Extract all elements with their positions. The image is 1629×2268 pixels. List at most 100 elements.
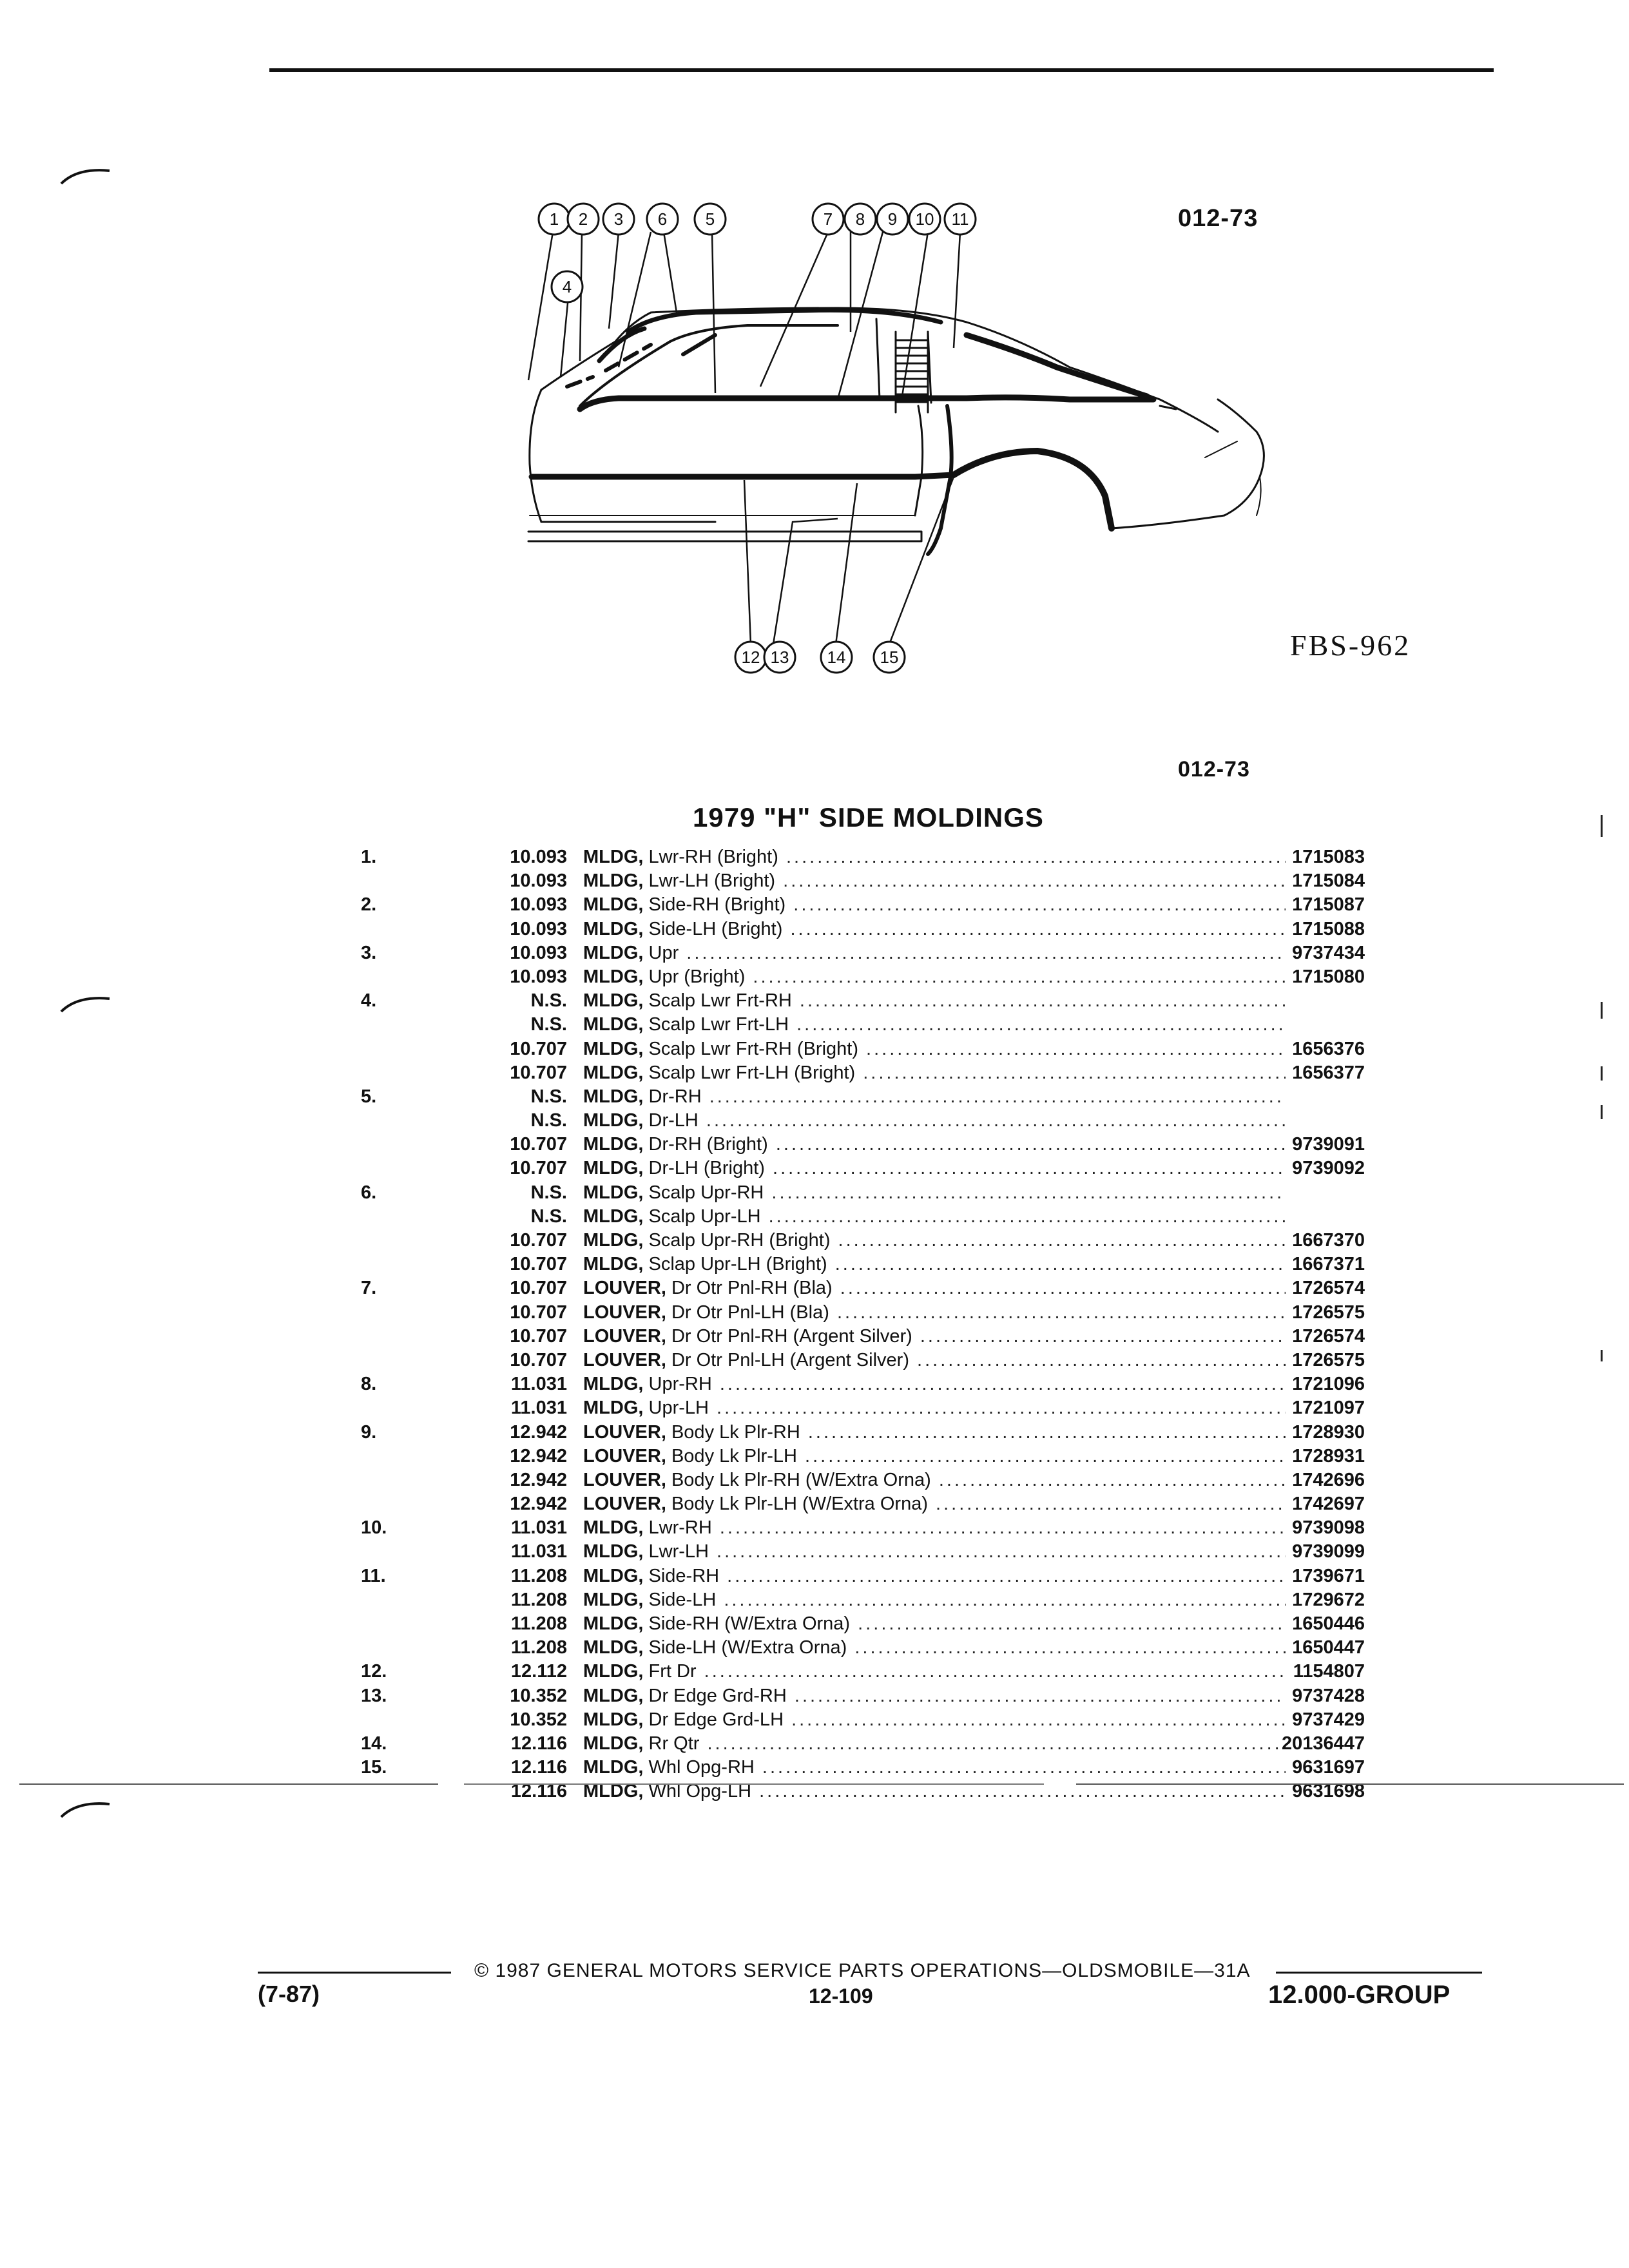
leader-dots: ........................................… — [783, 870, 1286, 892]
part-description: MLDG, Sclap Upr-LH (Bright) ............… — [583, 1253, 1286, 1276]
bottom-rule — [1076, 1783, 1624, 1785]
part-detail: Body Lk Plr-RH — [666, 1421, 800, 1443]
margin-speck — [1601, 815, 1603, 837]
group-number: 12.942 — [510, 1494, 567, 1515]
group-number: 11.031 — [510, 1374, 567, 1395]
group-number: 10.707 — [510, 1134, 567, 1155]
callout-13: 13 — [763, 640, 796, 674]
leader-dots: ........................................… — [786, 847, 1286, 867]
part-name: MLDG, — [583, 1398, 644, 1419]
part-number: 1728930 — [1292, 1421, 1365, 1443]
item-key: 2. — [361, 894, 377, 916]
part-name: MLDG, — [583, 1637, 644, 1658]
part-name: MLDG, — [583, 1589, 644, 1610]
part-description: MLDG, Lwr-LH (Bright) ..................… — [583, 869, 1286, 893]
callout-4: 4 — [550, 270, 584, 303]
part-detail: Body Lk Plr-LH — [666, 1445, 797, 1466]
margin-speck — [1601, 1002, 1603, 1019]
part-name: MLDG, — [583, 1685, 644, 1706]
group-number: 10.707 — [510, 1302, 567, 1323]
callout-7: 7 — [811, 202, 845, 236]
part-description: LOUVER, Body Lk Plr-RH (W/Extra Orna) ..… — [583, 1468, 1286, 1492]
item-key: 8. — [361, 1374, 377, 1395]
item-key: 5. — [361, 1086, 377, 1107]
group-number: 10.352 — [510, 1685, 567, 1706]
part-detail: Dr-LH (Bright) — [643, 1158, 765, 1179]
part-number: 9739091 — [1292, 1134, 1365, 1155]
part-name: MLDG, — [583, 1110, 644, 1131]
part-name: MLDG, — [583, 1158, 644, 1179]
leader-dots: ........................................… — [790, 918, 1286, 939]
part-detail: Scalp Lwr Frt-LH (Bright) — [643, 1062, 856, 1083]
parts-row: N.S.MLDG, Dr-LH ........................… — [361, 1109, 1366, 1133]
part-number: 1721097 — [1292, 1398, 1365, 1419]
group-number: 10.707 — [510, 1254, 567, 1275]
part-description: MLDG, Side-LH (W/Extra Orna) ...........… — [583, 1636, 1286, 1660]
part-number: 1650447 — [1292, 1637, 1365, 1658]
leader-dots: ........................................… — [796, 1014, 1286, 1035]
group-number: 12.116 — [510, 1757, 567, 1778]
item-key: 11. — [361, 1565, 386, 1586]
part-number: 1715083 — [1292, 847, 1365, 867]
part-detail: Side-RH (W/Extra Orna) — [643, 1613, 851, 1634]
part-detail: Side-LH (Bright) — [643, 918, 783, 939]
leader-dots: ........................................… — [807, 1421, 1286, 1443]
leader-dots: ........................................… — [775, 1134, 1286, 1155]
part-description: MLDG, Side-RH (Bright) .................… — [583, 893, 1286, 917]
callout-2: 2 — [566, 202, 600, 236]
group-number: 10.707 — [510, 1325, 567, 1347]
part-name: MLDG, — [583, 1661, 644, 1682]
side-moldings-diagram: 1 2 3 6 5 7 8 9 10 11 4 12 13 14 15 — [527, 202, 1265, 674]
parts-row: 5.N.S.MLDG, Dr-RH ......................… — [361, 1085, 1366, 1109]
callout-14: 14 — [820, 640, 853, 674]
part-description: MLDG, Dr-LH (Bright) ...................… — [583, 1157, 1286, 1180]
item-key: 13. — [361, 1685, 387, 1706]
part-detail: Dr Otr Pnl-LH (Argent Silver) — [666, 1349, 909, 1370]
part-description: MLDG, Dr Edge Grd-RH ...................… — [583, 1684, 1286, 1708]
part-name: MLDG, — [583, 1541, 644, 1562]
item-key: 12. — [361, 1661, 387, 1682]
part-description: LOUVER, Dr Otr Pnl-RH (Argent Silver) ..… — [583, 1325, 1286, 1349]
callout-bubbles: 1 2 3 6 5 7 8 9 10 11 4 12 13 14 15 — [537, 202, 977, 674]
group-number: 12.942 — [510, 1445, 567, 1466]
leader-dots: ........................................… — [834, 1254, 1286, 1275]
part-description: MLDG, Scalp Upr-LH .....................… — [583, 1205, 1286, 1229]
part-number: 1726574 — [1292, 1278, 1365, 1299]
part-name: MLDG, — [583, 1038, 644, 1059]
part-name: MLDG, — [583, 894, 644, 916]
group-number: 10.707 — [510, 1278, 567, 1299]
item-key: 3. — [361, 942, 377, 963]
leader-dots: ........................................… — [762, 1757, 1286, 1778]
leader-dots: ........................................… — [701, 1086, 1286, 1107]
group-number: 10.093 — [510, 942, 567, 963]
part-detail: Lwr-LH — [643, 1541, 709, 1562]
leader-dots: ........................................… — [863, 1062, 1286, 1083]
part-description: LOUVER, Dr Otr Pnl-LH (Argent Silver) ..… — [583, 1349, 1286, 1372]
part-number: 1715088 — [1292, 918, 1365, 939]
svg-text:4: 4 — [563, 277, 572, 296]
part-number: 9737428 — [1292, 1685, 1365, 1706]
top-rule — [269, 68, 1494, 72]
group-number: 10.352 — [510, 1709, 567, 1730]
group-number: 10.707 — [510, 1062, 567, 1083]
part-number: 1667370 — [1292, 1230, 1365, 1251]
part-number: 20136447 — [1281, 1733, 1365, 1754]
part-name: MLDG, — [583, 1206, 644, 1227]
margin-speck — [1601, 1350, 1603, 1361]
group-number: 11.031 — [510, 1541, 567, 1562]
group-number: 12.942 — [510, 1421, 567, 1443]
leader-dots: ........................................… — [791, 1709, 1286, 1730]
part-description: MLDG, Scalp Upr-RH .....................… — [583, 1181, 1286, 1205]
leader-dots: ........................................… — [836, 1302, 1286, 1323]
item-key: 4. — [361, 990, 377, 1012]
callout-3: 3 — [602, 202, 635, 236]
part-name: MLDG, — [583, 1709, 644, 1730]
part-description: MLDG, Side-RH (W/Extra Orna) ...........… — [583, 1612, 1286, 1636]
margin-speck — [1601, 1105, 1603, 1119]
